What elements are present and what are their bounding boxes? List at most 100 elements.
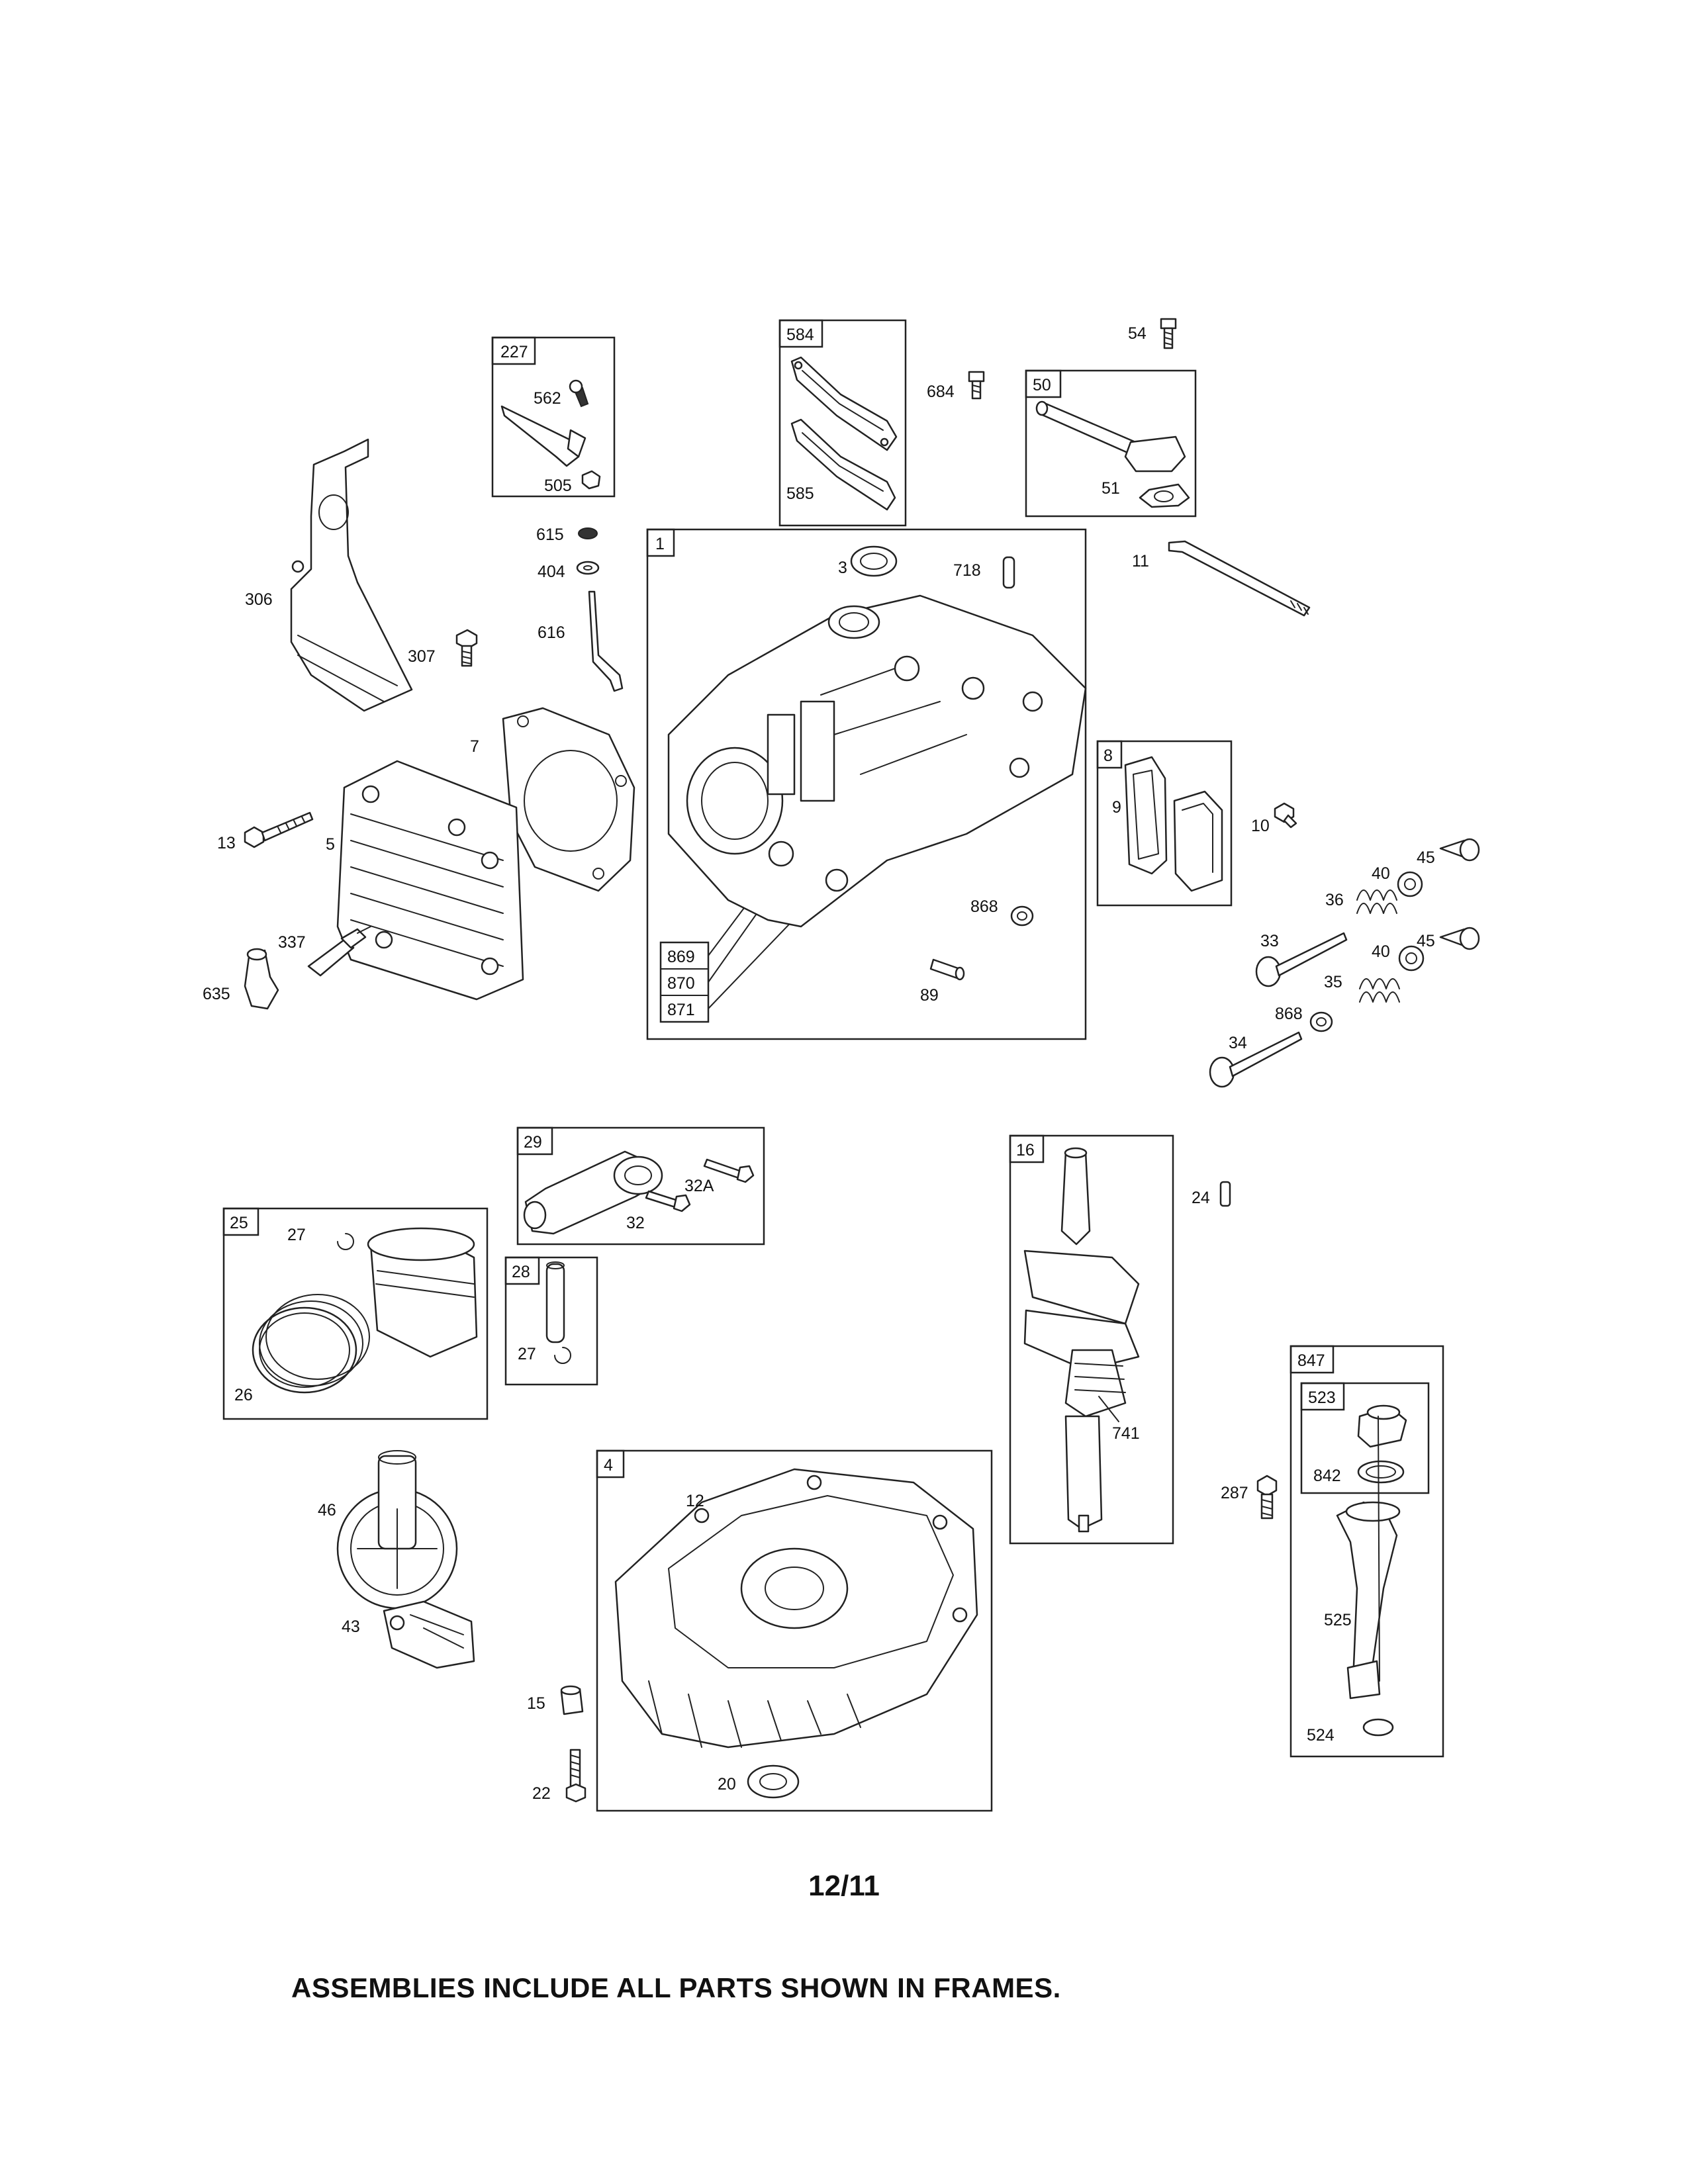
- label-337: 337: [278, 933, 306, 952]
- label-635: 635: [203, 985, 230, 1003]
- engine-block-1: [667, 594, 1087, 928]
- label-870: 870: [667, 974, 695, 993]
- label-12: 12: [686, 1492, 704, 1510]
- frame-16: 16: [1009, 1134, 1174, 1545]
- head-gasket-7: [502, 707, 635, 892]
- label-7: 7: [470, 737, 479, 756]
- label-26: 26: [234, 1386, 253, 1404]
- fitting-287: [1256, 1475, 1278, 1520]
- label-15: 15: [527, 1694, 545, 1713]
- label-615: 615: [536, 525, 564, 544]
- label-32: 32: [626, 1214, 645, 1232]
- frame-8-label: 8: [1103, 747, 1113, 765]
- piston-25: [252, 1227, 478, 1394]
- oil-seal-3: [850, 545, 898, 577]
- label-524: 524: [1307, 1726, 1335, 1745]
- bolt-22: [565, 1749, 586, 1803]
- label-33: 33: [1260, 932, 1279, 950]
- label-585: 585: [786, 484, 814, 503]
- label-20: 20: [718, 1775, 736, 1794]
- frame-227-label: 227: [500, 343, 528, 361]
- spark-plug-337: [307, 926, 371, 977]
- frame-584: 584: [778, 319, 907, 527]
- shroud-306: [290, 438, 413, 712]
- label-306: 306: [245, 590, 273, 609]
- label-89: 89: [920, 986, 939, 1005]
- label-27-piston: 27: [287, 1226, 306, 1244]
- label-54: 54: [1128, 324, 1147, 343]
- label-43: 43: [342, 1617, 360, 1636]
- governor-43: [383, 1600, 475, 1669]
- frame-584-label: 584: [786, 326, 814, 344]
- label-3: 3: [838, 559, 847, 577]
- frame-25: 25: [222, 1207, 489, 1420]
- label-27-pin: 27: [518, 1345, 536, 1363]
- label-45-upper: 45: [1417, 848, 1435, 867]
- label-46: 46: [318, 1501, 336, 1520]
- label-34: 34: [1229, 1034, 1247, 1052]
- breather-cover-8: [1124, 756, 1223, 892]
- label-718: 718: [953, 561, 981, 580]
- revision-date: 12/11: [808, 1870, 880, 1902]
- label-505: 505: [544, 477, 572, 495]
- pin-89: [929, 958, 965, 981]
- gasket-584: [790, 356, 898, 451]
- label-287: 287: [1221, 1484, 1248, 1502]
- label-13: 13: [217, 834, 236, 852]
- label-868-block: 868: [970, 897, 998, 916]
- bolt-684: [968, 371, 985, 400]
- label-842: 842: [1313, 1467, 1341, 1485]
- label-36: 36: [1325, 891, 1344, 909]
- frame-1-label: 1: [655, 535, 665, 553]
- label-562: 562: [534, 389, 561, 408]
- label-22: 22: [532, 1784, 551, 1803]
- frame-1: 1: [646, 528, 1087, 1040]
- frame-4-label: 4: [604, 1456, 613, 1475]
- frame-28: 28: [504, 1256, 598, 1386]
- label-40-upper: 40: [1372, 864, 1390, 883]
- sump-4: [614, 1468, 978, 1749]
- assembly-note: ASSEMBLIES INCLUDE ALL PARTS SHOWN IN FR…: [291, 1972, 1061, 2003]
- label-32A: 32A: [684, 1177, 714, 1195]
- rod-11: [1168, 540, 1311, 617]
- label-741: 741: [1112, 1424, 1140, 1443]
- crankshaft-16: [1023, 1147, 1140, 1533]
- part-number-labels: 54 684 562 505 585 51 615 404 616 3 718 …: [203, 324, 1435, 1803]
- throttle-bracket-assembly: [500, 379, 601, 490]
- frame-16-label: 16: [1016, 1141, 1035, 1160]
- label-35: 35: [1324, 973, 1342, 991]
- label-616: 616: [538, 623, 565, 642]
- frame-227: 227: [491, 336, 616, 498]
- breather-tube-assembly: [1035, 400, 1190, 508]
- frame-50-label: 50: [1033, 376, 1051, 394]
- frame-25-label: 25: [230, 1214, 248, 1232]
- plug-15: [560, 1685, 584, 1715]
- gasket-585: [790, 418, 896, 511]
- frame-847: 847: [1289, 1345, 1444, 1758]
- cam-gear-46: [336, 1450, 458, 1610]
- valve-seal-868a: [1010, 905, 1034, 927]
- bolt-13: [244, 811, 314, 848]
- frame-847-label: 847: [1297, 1351, 1325, 1370]
- dowel-718: [1002, 556, 1015, 589]
- label-24: 24: [1192, 1189, 1210, 1207]
- connecting-rod-29: [523, 1150, 755, 1235]
- label-525: 525: [1324, 1611, 1352, 1629]
- label-869: 869: [667, 948, 695, 966]
- label-684: 684: [927, 383, 955, 401]
- key-24: [1219, 1181, 1231, 1207]
- bolt-307: [455, 629, 478, 667]
- seal-20: [747, 1764, 800, 1799]
- label-871: 871: [667, 1001, 695, 1019]
- label-307: 307: [408, 647, 436, 666]
- dipstick-assembly-847: [1336, 1404, 1407, 1737]
- frame-8: 8: [1096, 740, 1233, 907]
- piston-pin-28: [545, 1261, 571, 1364]
- label-868-valve: 868: [1275, 1005, 1303, 1023]
- label-45-lower: 45: [1417, 932, 1435, 950]
- frame-29: 29: [516, 1126, 765, 1246]
- frame-523: 523: [1300, 1382, 1430, 1494]
- screw-10: [1274, 802, 1297, 829]
- valve-train: [1209, 838, 1480, 1088]
